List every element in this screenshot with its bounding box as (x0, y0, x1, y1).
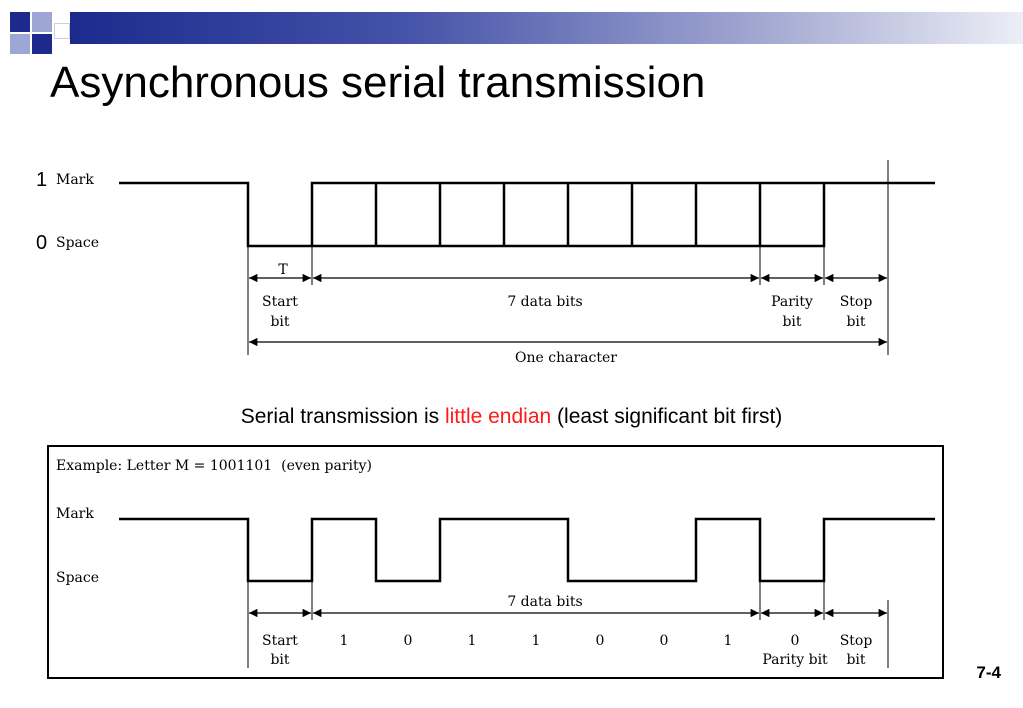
corner-square-light (32, 12, 52, 32)
frame-arrows (248, 273, 887, 347)
stop-bit-label: Stop (840, 294, 873, 310)
example-waveform (119, 517, 935, 583)
corner-square-light (10, 34, 30, 54)
example-stop-label: bit (846, 652, 865, 668)
mark-label: Mark (56, 172, 94, 188)
frame-waveform (119, 181, 935, 248)
example-mark-label: Mark (56, 506, 94, 522)
corner-square-dark (32, 34, 52, 54)
caption-highlight: little endian (444, 405, 552, 428)
example-space-label: Space (56, 570, 99, 586)
endianness-caption: Serial transmission is little endian (le… (0, 405, 1023, 429)
level-zero-label: 0 (36, 232, 47, 254)
page-number: 7-4 (976, 663, 1001, 682)
bit-value: 0 (596, 633, 605, 649)
level-one-label: 1 (36, 169, 47, 191)
caption-suffix: (least significant bit first) (551, 405, 783, 428)
example-data-bits-label: 7 data bits (507, 594, 582, 610)
data-bits-label: 7 data bits (507, 294, 582, 310)
start-bit-label: bit (270, 314, 289, 330)
corner-square-dark (10, 12, 30, 32)
parity-bit-label: Parity bit (762, 652, 828, 668)
example-stop-label: Stop (840, 633, 873, 649)
waveform-high-line (310, 181, 935, 246)
example-start-label: Start (262, 633, 298, 649)
example-start-label: bit (270, 652, 289, 668)
space-label: Space (56, 235, 99, 251)
title-bar (70, 12, 1023, 44)
bit-value: 0 (660, 633, 669, 649)
example-header: Example: Letter M = 1001101 (even parity… (56, 458, 372, 474)
slide-title: Asynchronous serial transmission (50, 58, 706, 107)
bit-value: 1 (468, 633, 477, 649)
bit-value: 1 (532, 633, 541, 649)
period-label: T (278, 262, 288, 278)
one-character-label: One character (515, 350, 617, 366)
bit-value: 0 (404, 633, 413, 649)
parity-value: 0 (791, 633, 800, 649)
parity-bit-label: bit (782, 314, 801, 330)
parity-bit-label: Parity (771, 294, 813, 310)
frame-guides (247, 160, 889, 355)
caption-prefix: Serial transmission is (240, 405, 445, 428)
corner-square-white (54, 23, 70, 39)
bit-value: 1 (724, 633, 733, 649)
bit-value: 1 (340, 633, 349, 649)
example-box (47, 445, 944, 679)
waveform-idle-start (119, 181, 312, 248)
start-bit-label: Start (262, 294, 298, 310)
stop-bit-label: bit (846, 314, 865, 330)
example-guides (247, 581, 889, 668)
